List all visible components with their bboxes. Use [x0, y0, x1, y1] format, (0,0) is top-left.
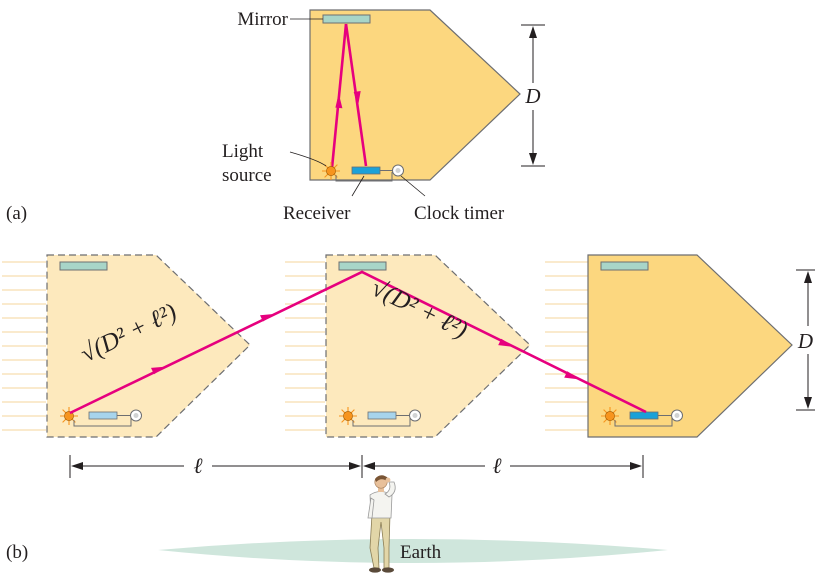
arrow-ell-1: [71, 462, 83, 470]
clock-timer-icon: [671, 409, 683, 422]
panel-b: √(D² + ℓ²) √(D² + ℓ²) D ℓ ℓ: [2, 254, 815, 573]
light-source-icon: [322, 162, 340, 180]
wire-b2: [352, 417, 411, 427]
earth-surface: [158, 539, 668, 563]
arrow-ell-2: [349, 462, 361, 470]
earth-label: Earth: [400, 542, 442, 563]
motion-streaks: [2, 261, 588, 431]
arrow-d-top-b: [804, 271, 812, 283]
spaceship-a: [309, 9, 521, 181]
ell-label-1: ℓ: [193, 453, 203, 478]
spaceship-b: [587, 254, 793, 438]
arrow-up-a: [335, 93, 343, 109]
receiver-icon: [351, 166, 381, 175]
spaceship-ghost-2: [325, 254, 531, 438]
arrow-b-2: [260, 313, 275, 322]
receiver-icon: [88, 411, 118, 420]
clock-timer-icon: [130, 409, 142, 422]
panel-b-letter: (b): [6, 542, 28, 563]
panel-a: Mirror Light source Receiver Clock timer…: [6, 9, 545, 224]
receiver-icon: [367, 411, 397, 420]
mirror-icon: [338, 261, 387, 271]
arrow-b-4: [564, 371, 580, 380]
distance-label-a: D: [524, 84, 540, 108]
arrow-d-bottom-b: [804, 397, 812, 409]
clock-timer-icon: [392, 164, 404, 177]
mirror-icon: [600, 261, 649, 271]
light-source-icon: [339, 407, 357, 425]
mirror-icon: [322, 14, 371, 24]
spaceship-ghost-1: [46, 254, 251, 438]
distance-label-b: D: [797, 329, 813, 353]
arrow-b-1: [151, 366, 166, 375]
mirror-label: Mirror: [237, 9, 288, 30]
receiver-label: Receiver: [283, 203, 351, 224]
distance-dimension-a: [521, 24, 545, 167]
wire-b1: [73, 417, 132, 427]
arrow-d-top-a: [529, 26, 537, 38]
observer-figure: [367, 475, 396, 573]
arrow-b-3: [498, 338, 514, 347]
light-source-label-line1: Light: [222, 141, 264, 162]
light-source-icon: [601, 407, 619, 425]
mirror-icon: [59, 261, 108, 271]
arrow-d-bottom-a: [529, 153, 537, 165]
leader-lines-a: [289, 18, 426, 197]
wire-b3: [614, 417, 673, 427]
light-beam-path-b: [69, 270, 647, 415]
ell-label-2: ℓ: [492, 453, 502, 478]
distance-dimension-b: [796, 269, 815, 411]
light-source-label-line2: source: [222, 165, 272, 186]
clock-timer-label: Clock timer: [414, 203, 505, 224]
receiver-icon: [629, 411, 659, 420]
arrow-down-a: [353, 91, 361, 106]
arrow-ell-3: [363, 462, 375, 470]
panel-a-letter: (a): [6, 203, 27, 224]
clock-timer-icon: [409, 409, 421, 422]
arrow-ell-4: [630, 462, 642, 470]
ell-dimension: [69, 455, 644, 478]
wire-a: [335, 172, 393, 182]
